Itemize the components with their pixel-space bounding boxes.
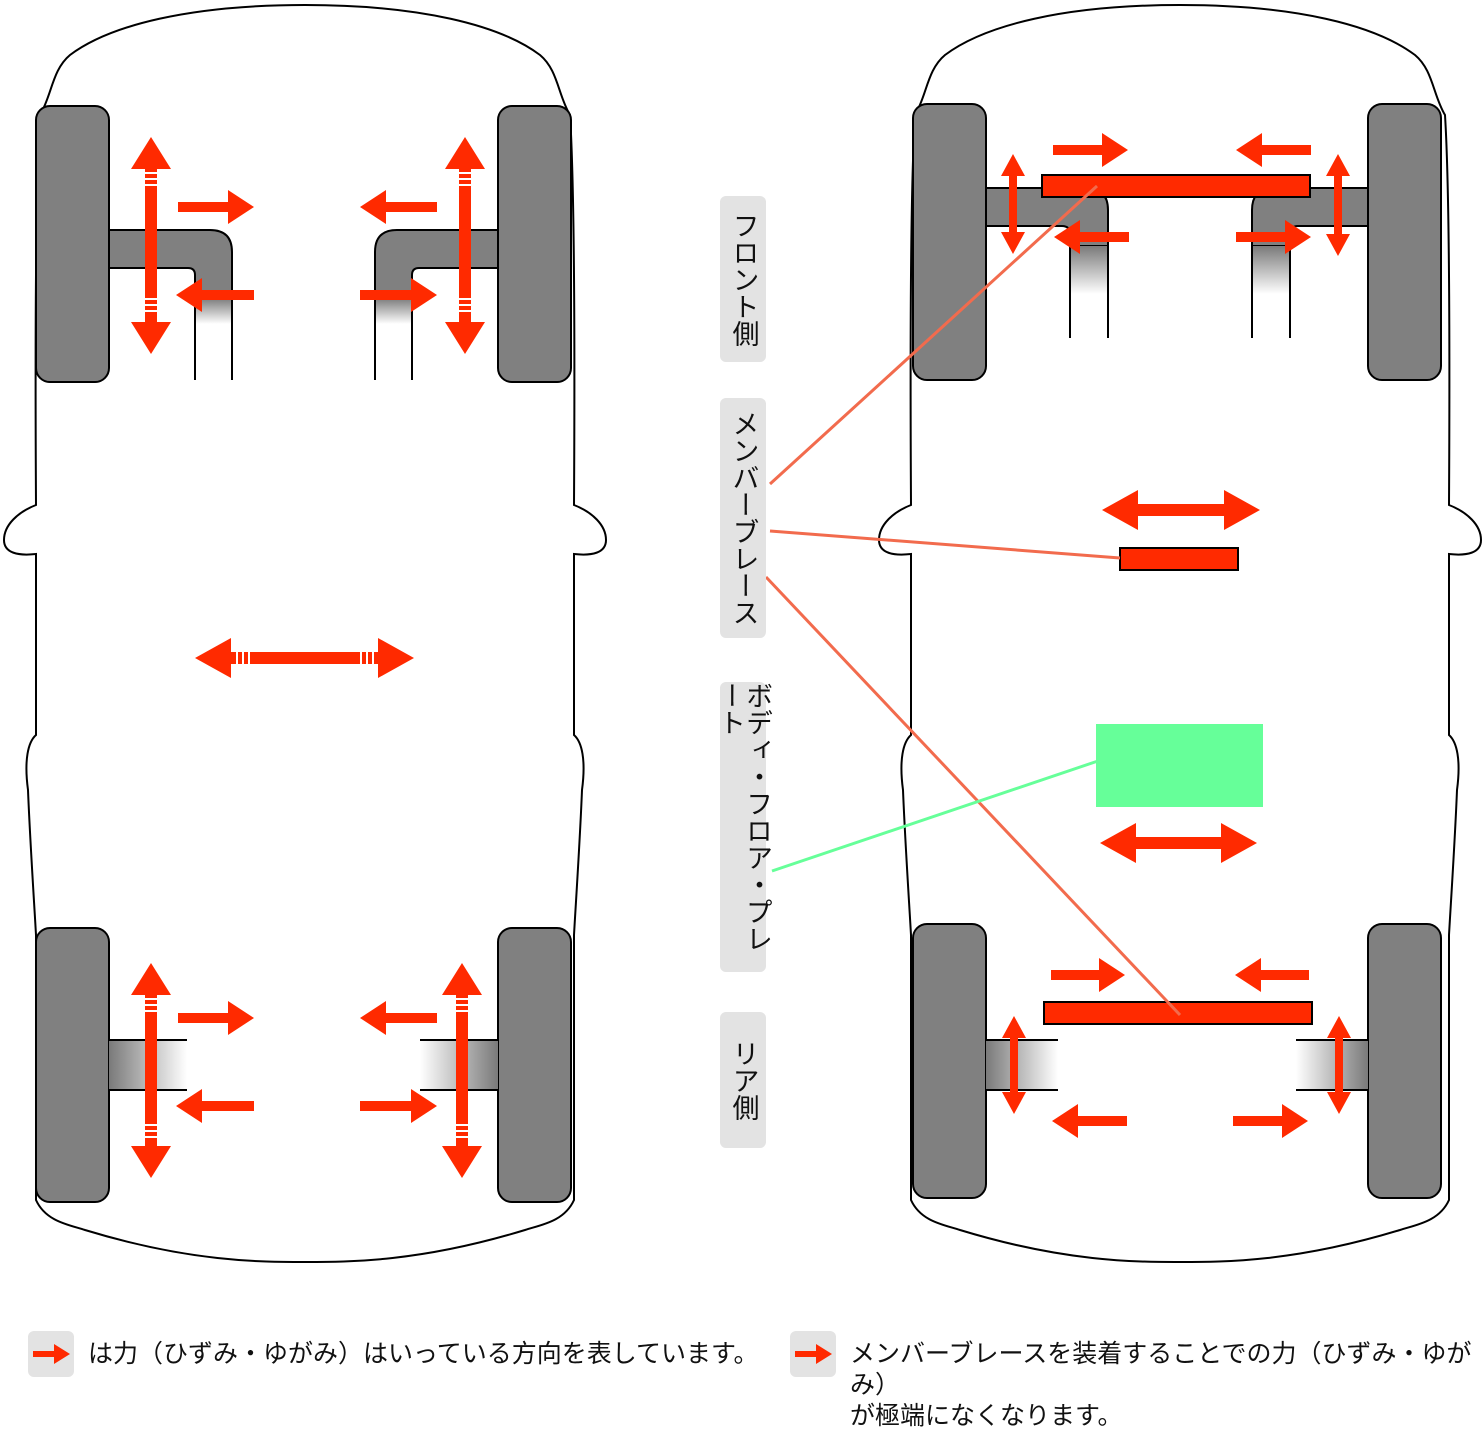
right-center-upper-double-arrow [1102, 490, 1260, 530]
left-car-front-right-tire [497, 105, 572, 383]
legend-right-line2: が極端になくなります。 [850, 1401, 1123, 1430]
right-car-body [877, 3, 1483, 1263]
right-rear-left-vertical-arrow [1002, 1016, 1026, 1114]
left-front-right-vertical-arrow-tick-0 [459, 172, 471, 174]
left-front-left-vertical-arrow-tick-4 [145, 304, 157, 306]
left-rear-right-vertical-arrow-tick-4 [456, 1130, 468, 1132]
left-front-inner-arrow-left [176, 278, 254, 312]
left-rear-left-vertical-arrow-tick-2 [145, 1010, 157, 1012]
left-rear-lower-arrow-left [176, 1089, 254, 1123]
leader-lines [764, 184, 1182, 1017]
right-rear-right-vertical-arrow [1327, 1016, 1351, 1114]
body-floor-plate-label: ボディ・フロア・プレート [714, 682, 772, 972]
left-front-right-vertical-arrow-tick-5 [459, 310, 471, 312]
car-force-diagram [2, 3, 1483, 1263]
left-car-rear-right-tire [497, 927, 572, 1203]
arrow-right-icon [28, 1331, 74, 1377]
left-center-double-arrow-tick-5 [372, 651, 374, 665]
left-rear-right-vertical-arrow-tick-1 [456, 1004, 468, 1006]
left-front-right-vertical-arrow-tick-1 [459, 178, 471, 180]
left-front-left-vertical-arrow-tick-1 [145, 178, 157, 180]
left-rear-right-vertical-arrow-tick-2 [456, 1010, 468, 1012]
front-side-label: フロント側 [720, 196, 766, 362]
right-front-left-vertical-arrow [1001, 154, 1025, 254]
right-rear-upper-arrow-left [1235, 958, 1309, 992]
left-rear-left-vertical-arrow-tick-3 [145, 1124, 157, 1126]
left-car-rear-left-tire [35, 927, 110, 1203]
left-front-left-vertical-arrow-tick-0 [145, 172, 157, 174]
left-rear-right-vertical-arrow [442, 963, 482, 1178]
right-front-right-vertical-arrow [1326, 154, 1350, 256]
left-front-right-vertical-arrow-tick-2 [459, 184, 471, 186]
left-front-right-vertical-arrow [445, 137, 485, 354]
right-car-rear-right-axle [1296, 1040, 1368, 1090]
left-front-left-vertical-arrow-tick-3 [145, 298, 157, 300]
left-front-outer-arrow-right [178, 190, 254, 224]
right-front-lower-arrow-left [1054, 220, 1129, 254]
legend-right-text: メンバーブレースを装着することでの力（ひずみ・ゆがみ） が極端になくなります。 [850, 1331, 1483, 1431]
right-plate-double-arrow [1100, 823, 1257, 863]
left-center-double-arrow-tick-3 [360, 651, 362, 665]
left-rear-right-vertical-arrow-tick-5 [456, 1136, 468, 1138]
left-front-left-vertical-arrow-tick-5 [145, 310, 157, 312]
right-car-front-left-tire [912, 103, 987, 381]
left-front-right-vertical-arrow-tick-4 [459, 304, 471, 306]
right-car-rear-right-tire [1367, 923, 1442, 1199]
left-rear-left-vertical-arrow-tick-0 [145, 998, 157, 1000]
legend-left: は力（ひずみ・ゆがみ）はいっている方向を表しています。 [28, 1331, 759, 1377]
right-rear-upper-arrow-right [1051, 958, 1125, 992]
front-member-brace [1041, 174, 1311, 198]
left-rear-upper-arrow-right [178, 1001, 254, 1035]
left-front-outer-arrow-left [360, 190, 437, 224]
rear-side-label: リア側 [720, 1012, 766, 1148]
left-front-left-vertical-arrow [131, 137, 171, 354]
legend-right-line1: メンバーブレースを装着することでの力（ひずみ・ゆがみ） [850, 1339, 1472, 1399]
left-rear-left-vertical-arrow-tick-1 [145, 1004, 157, 1006]
force-arrows [131, 133, 1351, 1178]
left-rear-upper-arrow-left [360, 1001, 437, 1035]
right-rear-lower-arrow-right [1233, 1104, 1308, 1138]
left-rear-left-vertical-arrow-tick-4 [145, 1130, 157, 1132]
right-car-front-right-tire [1367, 103, 1442, 381]
body-floor-plate [1096, 724, 1263, 807]
right-front-upper-arrow-right [1053, 133, 1128, 167]
right-car-rear-left-tire [912, 923, 987, 1199]
left-rear-left-vertical-arrow [131, 963, 171, 1178]
left-car-front-left-tire [35, 105, 110, 383]
legend-left-text: は力（ひずみ・ゆがみ）はいっている方向を表しています。 [88, 1339, 759, 1368]
left-center-double-arrow-tick-1 [242, 651, 244, 665]
legend-right: メンバーブレースを装着することでの力（ひずみ・ゆがみ） が極端になくなります。 [790, 1331, 1483, 1431]
left-front-left-vertical-arrow-tick-2 [145, 184, 157, 186]
left-front-inner-arrow-right [360, 278, 437, 312]
left-center-double-arrow-tick-4 [366, 651, 368, 665]
left-center-double-arrow-tick-2 [248, 651, 250, 665]
right-front-upper-arrow-left [1236, 133, 1311, 167]
member-brace-label: メンバーブレース [720, 398, 766, 638]
left-rear-right-vertical-arrow-tick-0 [456, 998, 468, 1000]
arrow-right-icon [790, 1331, 836, 1377]
left-rear-lower-arrow-right [360, 1089, 437, 1123]
left-car [2, 3, 608, 1263]
center-member-brace [1119, 547, 1239, 571]
left-front-right-vertical-arrow-tick-3 [459, 298, 471, 300]
left-rear-right-vertical-arrow-tick-3 [456, 1124, 468, 1126]
right-car [877, 3, 1483, 1263]
left-center-double-arrow [195, 638, 414, 678]
right-rear-lower-arrow-left [1052, 1104, 1127, 1138]
left-center-double-arrow-tick-0 [236, 651, 238, 665]
left-rear-left-vertical-arrow-tick-5 [145, 1136, 157, 1138]
right-car-rear-left-axle [986, 1040, 1058, 1090]
right-front-lower-arrow-right [1236, 220, 1311, 254]
